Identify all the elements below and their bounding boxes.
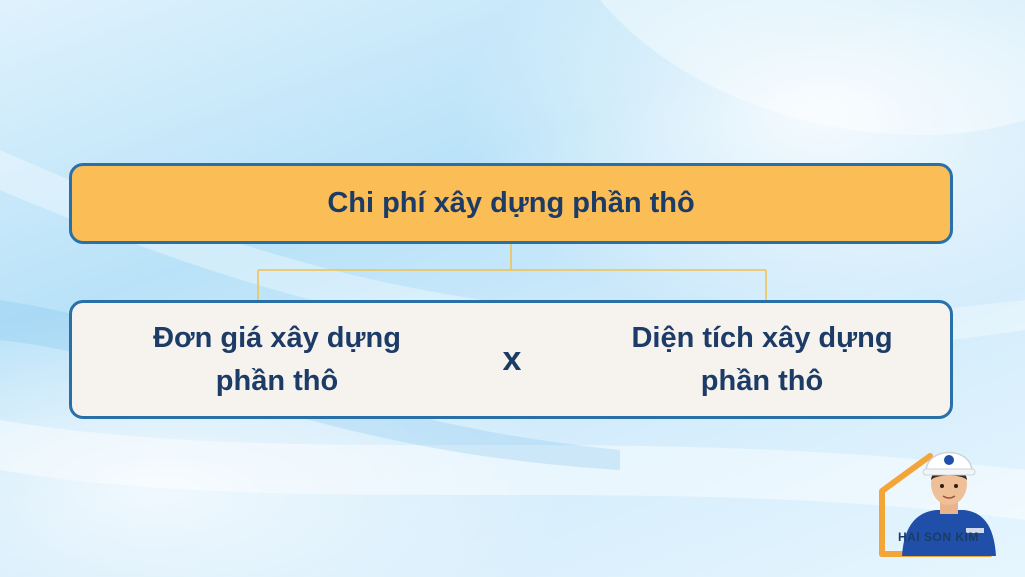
- unit-price-term: Đơn giá xây dựng phần thô: [153, 321, 401, 397]
- hai-son-kim-logo: [879, 451, 996, 557]
- logo-text: HAI SON KIM: [898, 530, 979, 544]
- multiply-operator: x: [502, 340, 522, 378]
- total-cost-box: Chi phí xây dựng phần thô: [69, 163, 953, 244]
- area-term: Diện tích xây dựng phần thô: [631, 321, 893, 397]
- total-cost-label: Chi phí xây dựng phần thô: [327, 187, 695, 219]
- formula-box: Đơn giá xây dựng phần thô x Diện tích xâ…: [69, 300, 953, 419]
